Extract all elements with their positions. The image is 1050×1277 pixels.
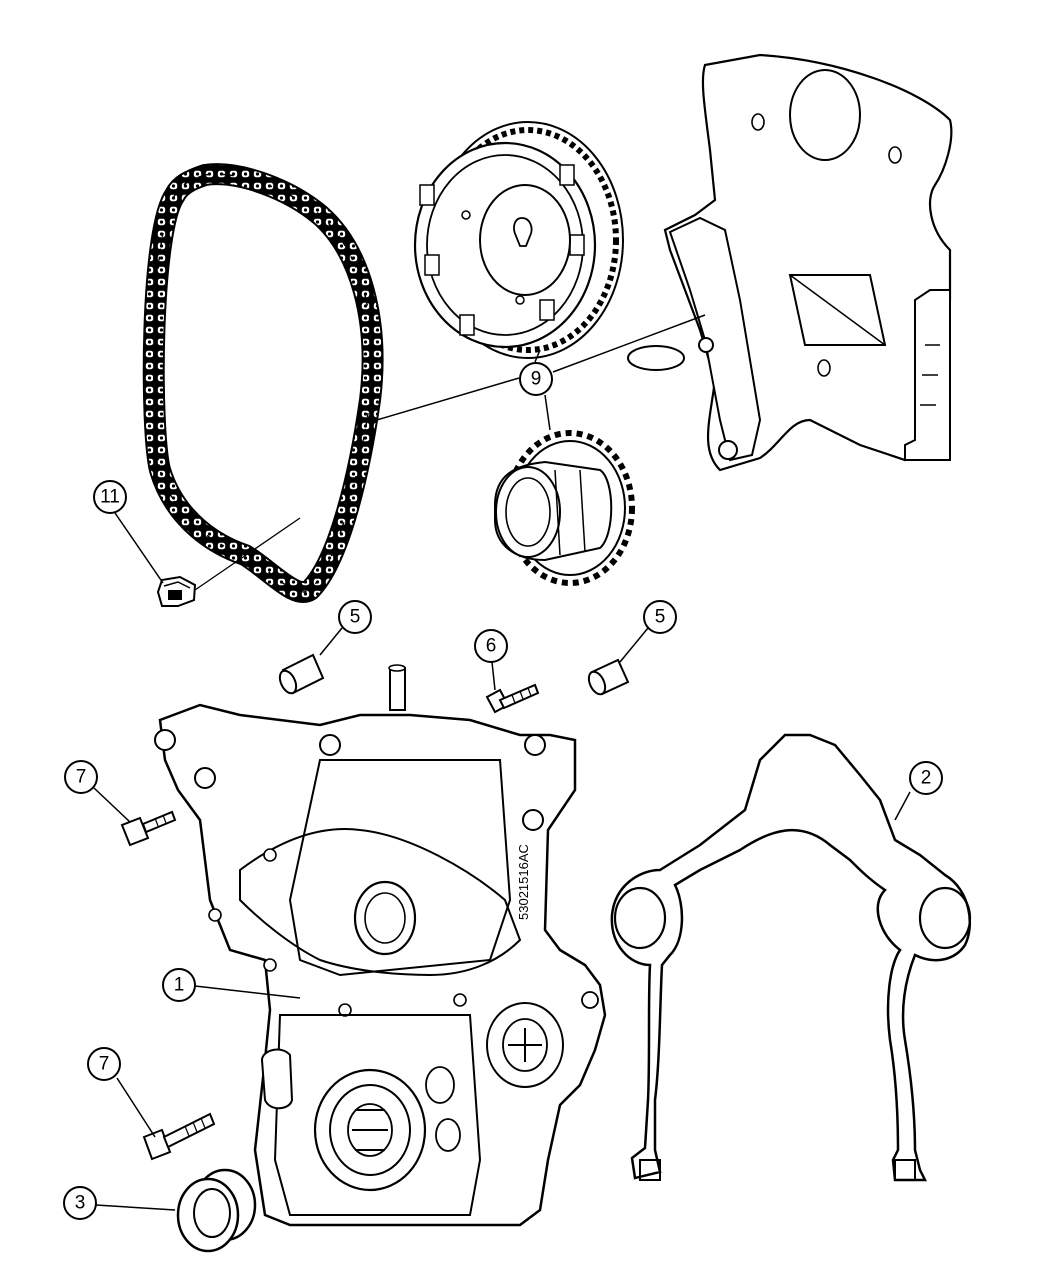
dowel-pin-left: [278, 653, 325, 695]
callout-11: 11: [93, 480, 127, 514]
leader-lines: [93, 314, 911, 1211]
callout-1: 1: [162, 968, 196, 1002]
bolt-6: [485, 683, 540, 714]
cam-sprocket: [413, 121, 624, 359]
callout-7-lower-label: 7: [99, 1054, 110, 1075]
callout-5-right: 5: [643, 600, 677, 634]
callout-5-right-label: 5: [655, 607, 666, 628]
callout-2-label: 2: [921, 768, 932, 789]
casting-stamp: 53021516AC: [516, 844, 531, 920]
callout-6-label: 6: [486, 636, 497, 657]
bolt-7-lower: [142, 1112, 216, 1161]
callout-2: 2: [909, 761, 943, 795]
dowel-pin-right: [587, 658, 630, 696]
callout-9-label: 9: [531, 369, 542, 390]
callout-7-lower: 7: [87, 1047, 121, 1081]
cover-gasket: [610, 733, 972, 1182]
callout-5-left-label: 5: [350, 607, 361, 628]
callout-11-label: 11: [100, 487, 120, 508]
chain-guide-plate: [627, 53, 953, 472]
callout-3: 3: [63, 1186, 97, 1220]
callout-7-upper: 7: [64, 760, 98, 794]
timing-chain: [142, 163, 384, 603]
timing-cover: [154, 664, 607, 1227]
chain-tensioner: [156, 517, 301, 607]
crank-seal: [176, 1168, 257, 1253]
bolt-7-upper: [120, 810, 177, 847]
callout-7-upper-label: 7: [76, 767, 87, 788]
callout-6: 6: [474, 629, 508, 663]
callout-9: 9: [519, 362, 553, 396]
callout-1-label: 1: [174, 975, 185, 996]
callout-3-label: 3: [75, 1193, 86, 1214]
callout-5-left: 5: [338, 600, 372, 634]
crank-sprocket: [494, 430, 635, 586]
